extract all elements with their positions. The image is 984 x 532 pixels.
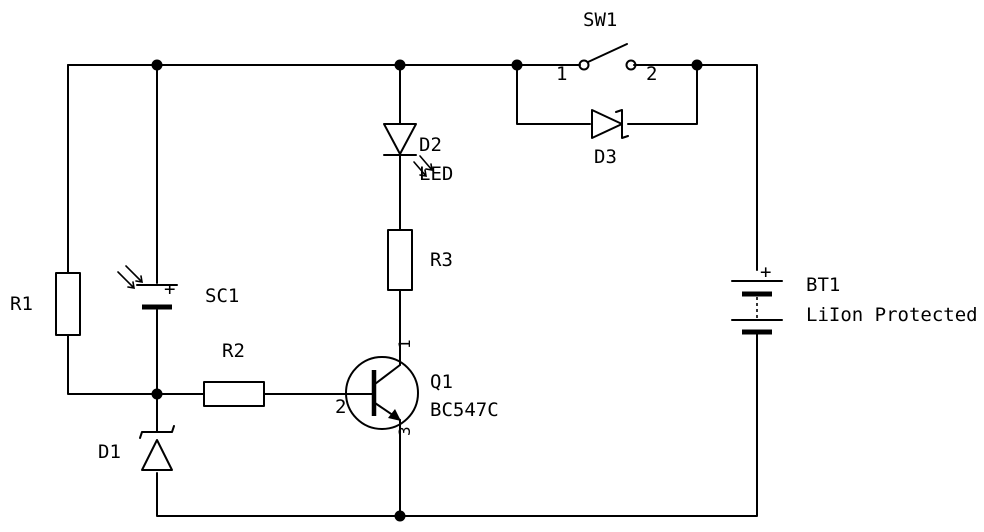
d3-triangle bbox=[591, 109, 623, 139]
junction-dot bbox=[151, 59, 163, 71]
solar-cell-sc1[interactable]: + SC1 bbox=[117, 265, 239, 310]
bt1-value: LiIon Protected bbox=[806, 304, 978, 326]
d3-zener-bar bbox=[615, 109, 629, 139]
bottom-rail-wire bbox=[156, 332, 758, 517]
switch-contact-1 bbox=[578, 59, 590, 71]
sc1-ref: SC1 bbox=[205, 285, 239, 307]
q1-ref: Q1 bbox=[430, 371, 453, 393]
r1-ref: R1 bbox=[10, 293, 33, 315]
junction-dot bbox=[151, 388, 163, 400]
q1-pin2: 2 bbox=[335, 396, 346, 418]
sc1-light-arrow-1 bbox=[117, 271, 135, 289]
d1-zener-bar bbox=[139, 425, 175, 439]
resistor-r3[interactable]: R3 bbox=[387, 229, 453, 291]
sw1-pin1: 1 bbox=[556, 63, 567, 85]
d1-ref: D1 bbox=[98, 441, 121, 463]
junction-dot bbox=[394, 510, 406, 522]
d3-right-wire bbox=[627, 64, 698, 125]
d1-triangle bbox=[141, 439, 173, 471]
r2-body bbox=[203, 381, 265, 407]
resistor-r2[interactable]: R2 bbox=[203, 340, 265, 407]
switch-contact-2 bbox=[625, 59, 637, 71]
junctions bbox=[151, 59, 703, 522]
wires bbox=[67, 64, 758, 517]
transistor-q1[interactable]: 1 2 3 Q1 BC547C bbox=[335, 339, 499, 436]
r1-body bbox=[55, 272, 81, 336]
r3-body bbox=[387, 229, 413, 291]
sw1-ref: SW1 bbox=[583, 9, 617, 31]
sc1-plus: + bbox=[164, 278, 175, 300]
d3-ref: D3 bbox=[594, 146, 617, 168]
d2-ref: D2 bbox=[419, 134, 442, 156]
bt1-ref: BT1 bbox=[806, 274, 840, 296]
switch-lever bbox=[587, 43, 628, 63]
d2-triangle bbox=[383, 123, 417, 155]
d2-light-arrow-2 bbox=[419, 155, 433, 171]
bt1-plus: + bbox=[760, 261, 771, 283]
sc1-light-arrow-2 bbox=[125, 265, 143, 283]
battery-bt1[interactable]: + BT1 LiIon Protected bbox=[731, 261, 978, 335]
q1-value: BC547C bbox=[430, 399, 499, 421]
junction-dot bbox=[511, 59, 523, 71]
d2-light-arrow-1 bbox=[413, 161, 427, 177]
junction-dot bbox=[691, 59, 703, 71]
switch-sw1[interactable]: SW1 1 2 bbox=[556, 9, 657, 85]
diode-d1[interactable]: D1 bbox=[98, 425, 175, 471]
d3-left-wire bbox=[516, 64, 591, 125]
q1-envelope bbox=[345, 356, 419, 430]
q1-collector bbox=[374, 364, 401, 385]
top-right-wire bbox=[633, 64, 758, 271]
q1-emitter-arrow bbox=[388, 409, 401, 421]
q1-pin1: 1 bbox=[395, 339, 414, 349]
d2-value: LED bbox=[419, 163, 453, 185]
led-d2[interactable]: D2 LED bbox=[383, 123, 453, 185]
sw1-pin2: 2 bbox=[646, 63, 657, 85]
junction-dot bbox=[394, 59, 406, 71]
q1-pin3: 3 bbox=[395, 426, 414, 436]
r2-ref: R2 bbox=[222, 340, 245, 362]
r1-bottom-wire bbox=[67, 334, 205, 395]
r3-ref: R3 bbox=[430, 249, 453, 271]
resistor-r1[interactable]: R1 bbox=[10, 272, 81, 336]
diode-d3[interactable]: D3 bbox=[591, 109, 629, 168]
